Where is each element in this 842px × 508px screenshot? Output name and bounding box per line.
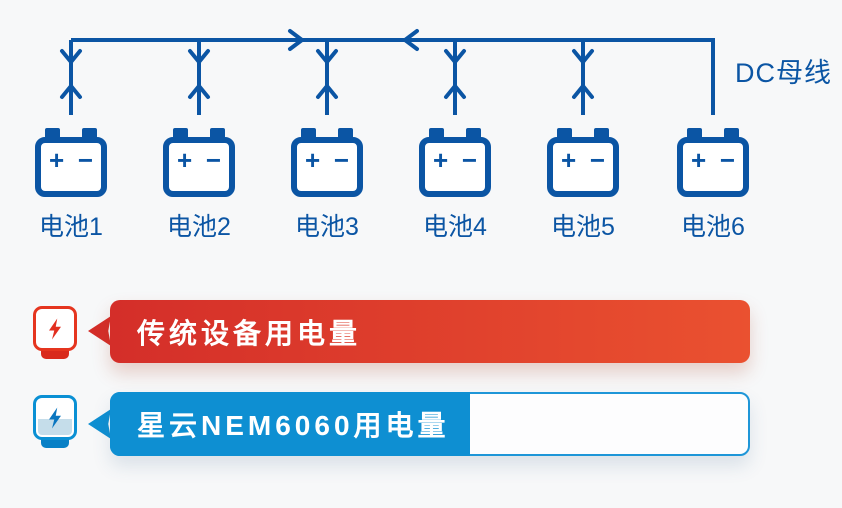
- nem6060-usage-label: 星云NEM6060用电量: [137, 410, 450, 441]
- power-meter-red-icon: [33, 306, 77, 359]
- battery-plus-sign: +: [49, 145, 65, 175]
- dc-bus-line: [71, 38, 715, 115]
- battery-3: + − 电池3: [291, 128, 363, 243]
- battery-minus-sign: −: [719, 145, 735, 175]
- battery-4: + − 电池4: [419, 128, 491, 243]
- battery-body-icon: + −: [163, 137, 235, 197]
- battery-minus-sign: −: [205, 145, 221, 175]
- traditional-usage-label: 传统设备用电量: [137, 317, 362, 349]
- dc-bus-label: DC母线: [735, 58, 832, 88]
- battery-terminals-icon: [547, 128, 619, 137]
- battery-terminals-icon: [291, 128, 363, 137]
- battery-terminals-icon: [35, 128, 107, 137]
- bus-flow-arrow-left-icon: [403, 29, 419, 51]
- battery-1: + − 电池1: [35, 128, 107, 243]
- traditional-usage-bar: 传统设备用电量: [110, 300, 750, 363]
- lightning-bolt-icon: [49, 407, 61, 428]
- battery-plus-sign: +: [691, 145, 707, 175]
- battery-minus-sign: −: [77, 145, 93, 175]
- connector-arrows: [60, 49, 594, 99]
- battery-label: 电池3: [295, 213, 359, 241]
- battery-plus-sign: +: [561, 145, 577, 175]
- meter-level-fill: [38, 418, 72, 435]
- battery-label: 电池5: [551, 213, 615, 241]
- battery-label: 电池2: [167, 213, 231, 241]
- battery-minus-sign: −: [461, 145, 477, 175]
- battery-body-icon: + −: [677, 137, 749, 197]
- battery-minus-sign: −: [333, 145, 349, 175]
- battery-2: + − 电池2: [163, 128, 235, 243]
- battery-plus-sign: +: [433, 145, 449, 175]
- battery-body-icon: + −: [547, 137, 619, 197]
- battery-body-icon: + −: [419, 137, 491, 197]
- battery-plus-sign: +: [305, 145, 321, 175]
- bus-flow-arrow-right-icon: [288, 29, 304, 51]
- battery-terminals-icon: [163, 128, 235, 137]
- battery-minus-sign: −: [589, 145, 605, 175]
- battery-terminals-icon: [677, 128, 749, 137]
- bar-pointer-icon: [88, 316, 111, 346]
- lightning-bolt-icon: [49, 318, 61, 339]
- battery-6: + − 电池6: [677, 128, 749, 243]
- battery-label: 电池6: [681, 213, 745, 241]
- battery-label: 电池1: [39, 213, 103, 241]
- power-meter-blue-icon: [33, 395, 77, 448]
- battery-body-icon: + −: [35, 137, 107, 197]
- bar-pointer-icon: [88, 409, 111, 439]
- battery-body-icon: + −: [291, 137, 363, 197]
- battery-plus-sign: +: [177, 145, 193, 175]
- battery-terminals-icon: [419, 128, 491, 137]
- dc-bus-wiring: [60, 29, 715, 115]
- battery-label: 电池4: [423, 213, 487, 241]
- nem6060-usage-bar: 星云NEM6060用电量: [110, 392, 470, 456]
- battery-5: + − 电池5: [547, 128, 619, 243]
